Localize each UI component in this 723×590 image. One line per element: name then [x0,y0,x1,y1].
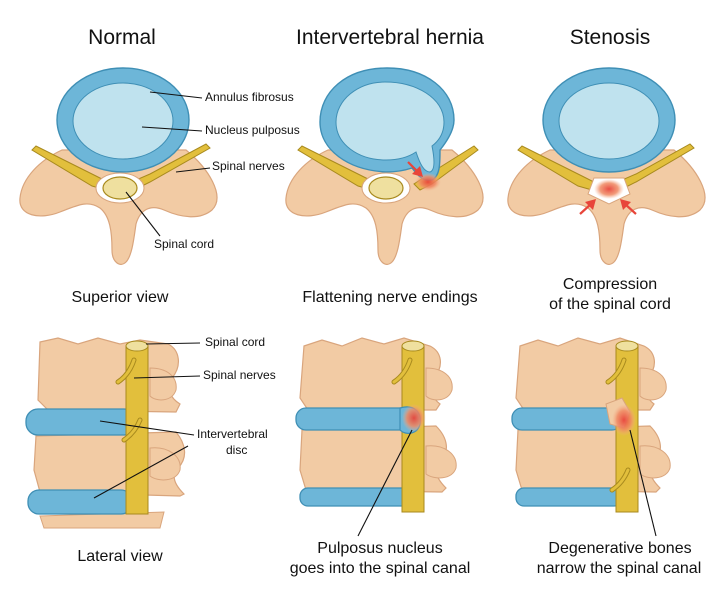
label-nucleus-pulposus: Nucleus pulposus [205,123,300,137]
vertebra-body [507,149,706,265]
hernia-lateral-view [295,337,457,537]
posterior-process [639,367,667,401]
heading-normal: Normal [88,26,156,49]
leader-nucleus [141,126,203,132]
leader-degenerative [629,429,657,537]
intervertebral-disc-lower [515,487,623,507]
caption-flattening: Flattening nerve endings [302,289,478,306]
inflammation-spot [402,404,426,432]
caption-compression-line2: of the spinal cord [549,296,671,313]
intervertebral-disc-lower [299,487,411,507]
leader-annulus [149,91,203,99]
posterior-process [639,445,671,479]
label-spinal-nerves-top: Spinal nerves [212,159,285,173]
intervertebral-disc-upper [511,407,623,431]
herniated-nucleus [335,81,445,173]
label-annulus-fibrosus: Annulus fibrosus [205,90,294,104]
compressed-cord [594,179,624,199]
nucleus-pulposus [72,82,174,160]
label-spinal-cord-lateral: Spinal cord [205,335,266,349]
spinal-cord-top [401,340,425,352]
heading-hernia: Intervertebral hernia [296,26,484,49]
nerve-root [392,358,412,384]
intervertebral-disc-lower [27,489,133,515]
leader-spinal-nerves [133,375,201,379]
lower-vertebra [515,425,661,493]
leader-disc-lower [93,445,189,499]
caption-pulposus-line2: goes into the spinal canal [289,560,471,577]
label-spinal-cord-top: Spinal cord [154,237,215,251]
caption-compression-line1: Compression [562,276,658,293]
leader-spinal-cord [145,342,201,345]
intervertebral-disc-upper [295,407,411,431]
posterior-process [425,445,457,479]
caption-superior-view: Superior view [71,289,169,306]
spinal-cord [102,176,138,200]
inflammation-spot [415,173,441,191]
leader-nerves [175,167,211,173]
stenosis-superior-view [507,67,706,265]
posterior-process [149,367,177,401]
nucleus-pulposus [558,82,660,160]
nerve-root [606,358,626,384]
spinal-cord-top [125,340,149,352]
caption-lateral-view: Lateral view [77,548,163,565]
vertebra-body [19,149,218,265]
hernia-superior-view [285,67,484,265]
stenosis-lateral-view [511,337,671,537]
intervertebral-disc-upper [25,408,137,436]
label-intervertebral-line1: Intervertebral [197,427,268,441]
posterior-process [425,367,453,401]
inflammation-spot [612,404,636,436]
spinal-cord-top [615,340,639,352]
caption-degenerative-line2: narrow the spinal canal [536,560,702,577]
leader-pulposus [357,429,413,537]
heading-stenosis: Stenosis [569,26,651,49]
caption-degenerative-line1: Degenerative bones [548,540,692,557]
leader-cord [125,191,161,237]
leader-disc-upper [99,420,195,436]
normal-lateral-view [25,337,201,529]
pressure-arrow [407,161,423,177]
spinal-cord [368,176,404,200]
caption-pulposus-line1: Pulposus nucleus [317,540,443,557]
posterior-process [149,447,181,481]
nerve-root [610,468,630,492]
label-spinal-nerves-lateral: Spinal nerves [203,368,276,382]
label-intervertebral-line2: disc [226,443,248,457]
normal-superior-view [19,67,218,265]
compression-arrows [579,199,637,215]
